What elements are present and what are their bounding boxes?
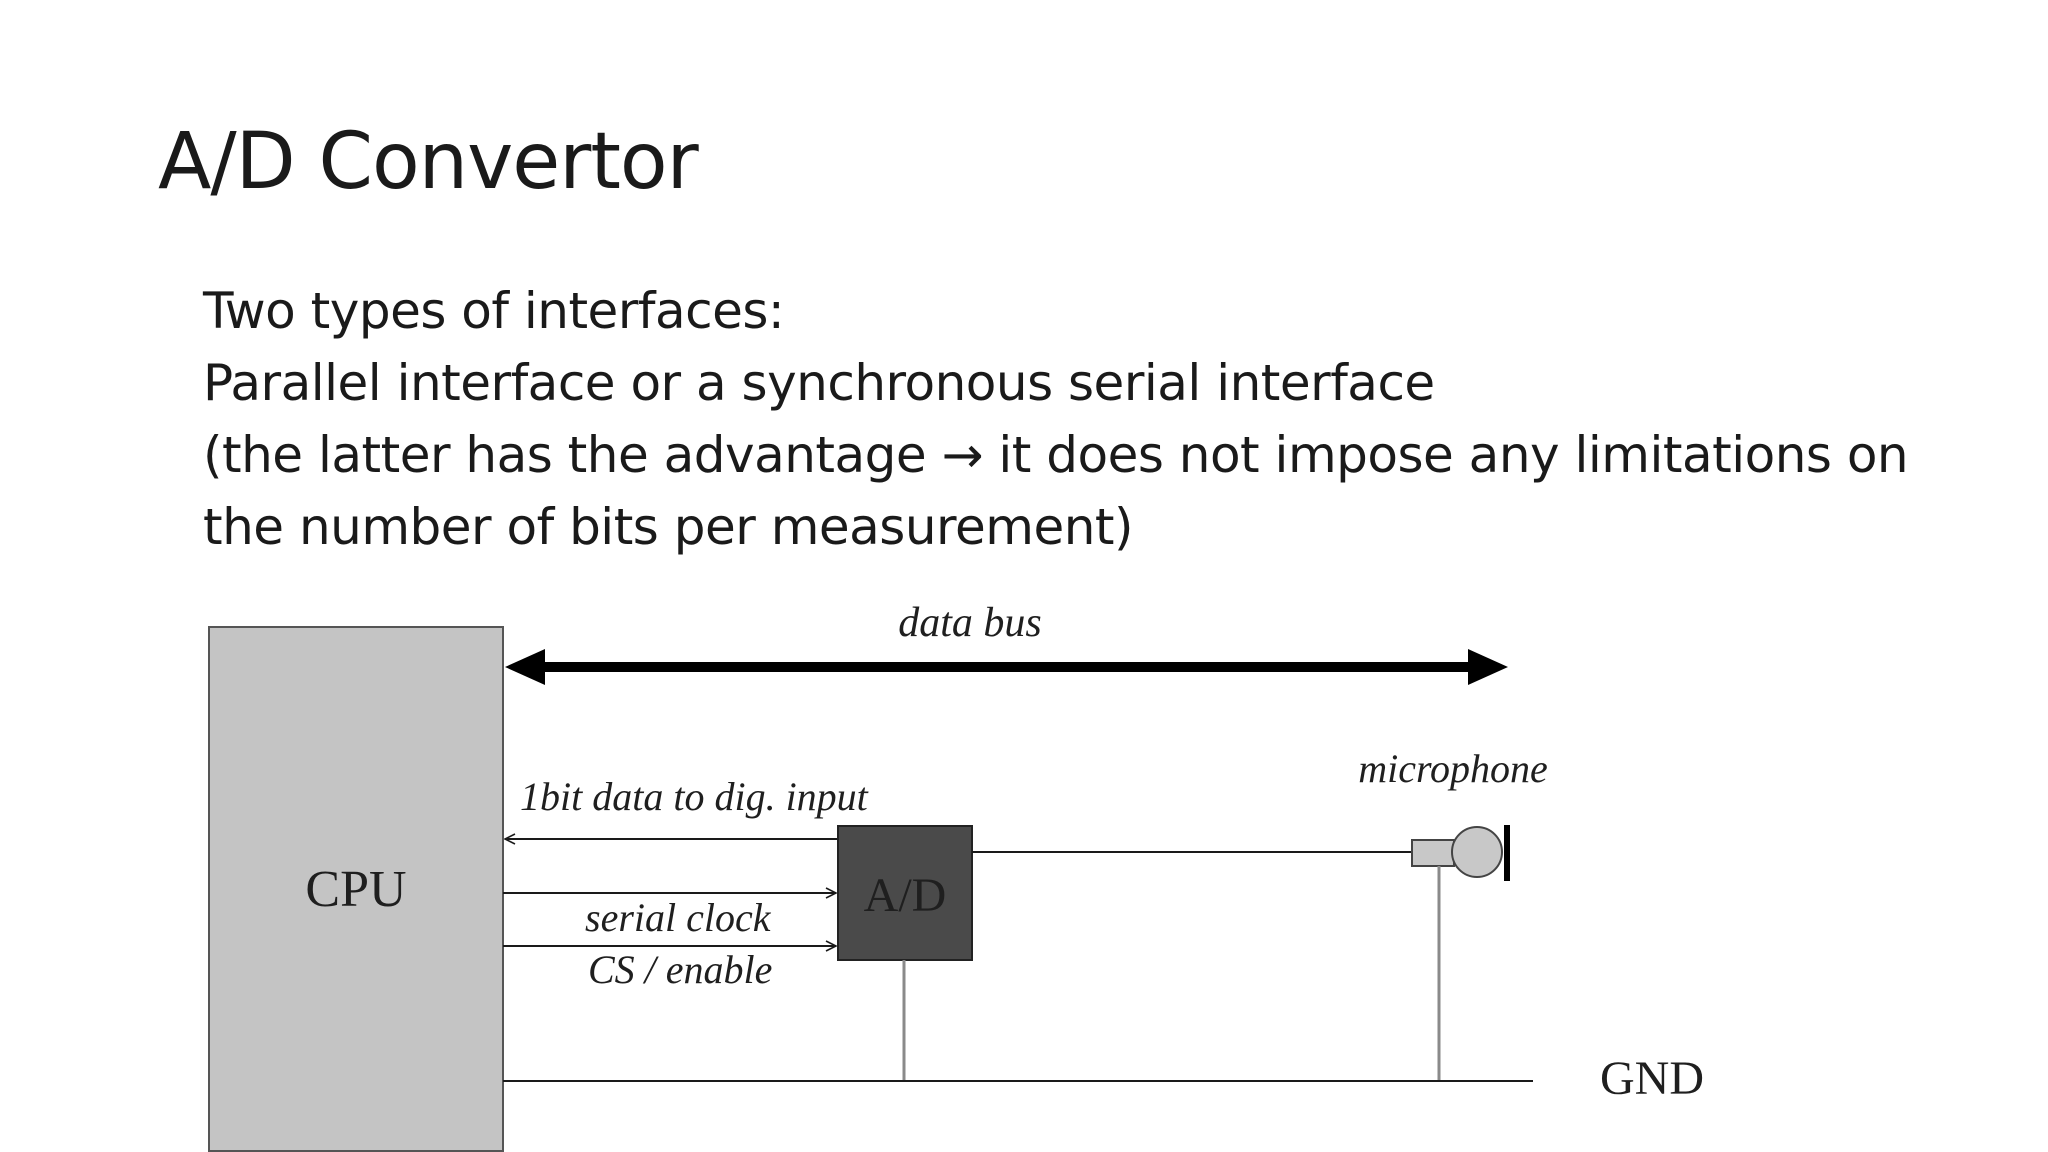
body-line-1: Two types of interfaces: — [203, 282, 785, 340]
microphone-icon — [1411, 825, 1510, 881]
body-line-2: Parallel interface or a synchronous seri… — [203, 354, 1435, 412]
slide-body: Two types of interfaces: Parallel interf… — [203, 275, 1909, 563]
body-line-3: (the latter has the advantage → it does … — [203, 426, 1909, 484]
data-bus-arrow — [505, 649, 1508, 685]
data-line-label: 1bit data to dig. input — [520, 774, 869, 819]
ad-block — [837, 825, 973, 961]
data-bus-label: data bus — [898, 600, 1042, 646]
serial-clock-label: serial clock — [585, 895, 772, 940]
cpu-label: CPU — [305, 861, 406, 918]
slide-title: A/D Convertor — [158, 117, 699, 207]
body-line-4: the number of bits per measurement) — [203, 498, 1134, 556]
cs-enable-label: CS / enable — [588, 947, 772, 992]
microphone-label: microphone — [1358, 746, 1548, 791]
ad-label: A/D — [864, 869, 947, 922]
cpu-block — [208, 626, 504, 1152]
gnd-label: GND — [1600, 1052, 1704, 1105]
